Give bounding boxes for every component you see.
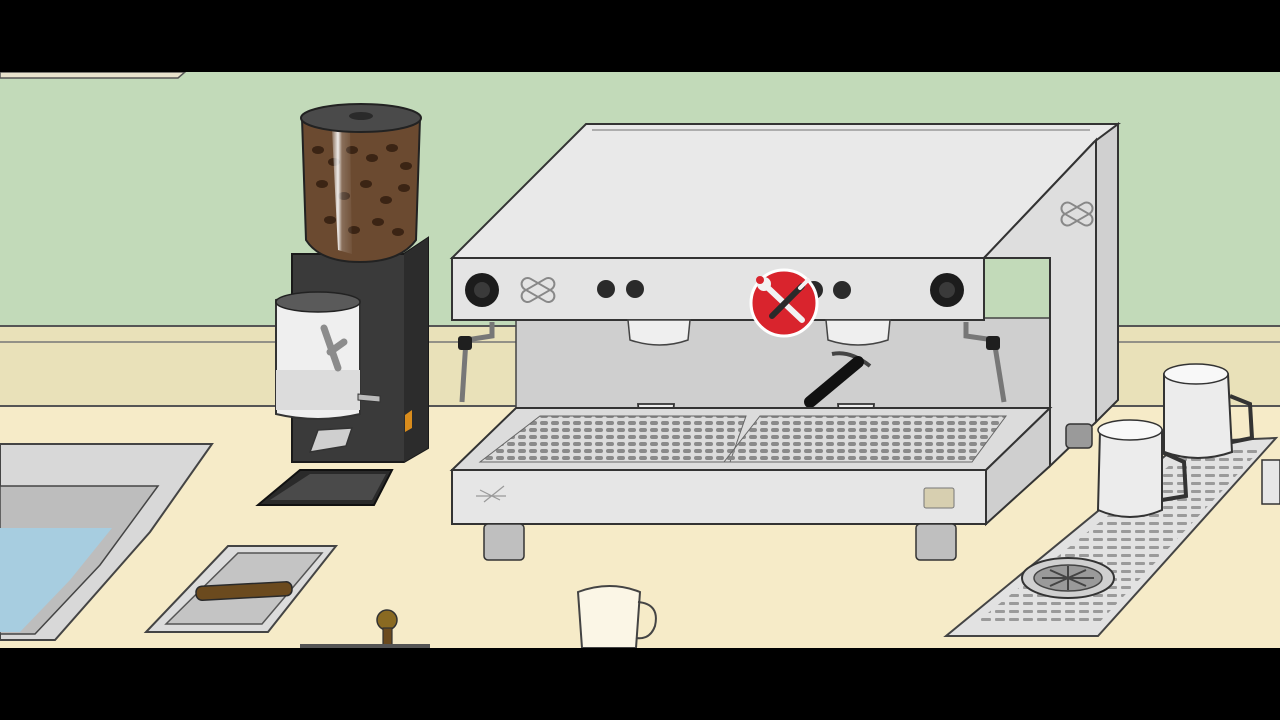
pitcher-rinser-tray[interactable] [943, 436, 1280, 637]
bottom-letterbox [0, 648, 1280, 720]
cross-plaster-logo-icon [1060, 201, 1094, 227]
knock-box[interactable] [143, 545, 339, 633]
repair-button[interactable] [749, 268, 819, 338]
glass-mug[interactable] [576, 585, 657, 648]
cross-plaster-logo-icon [520, 277, 556, 303]
wrench-screwdriver-icon [756, 276, 810, 323]
cafe-counter-scene [0, 72, 1280, 648]
coffee-grinder[interactable] [255, 103, 429, 506]
espresso-machine[interactable] [449, 122, 1121, 561]
top-letterbox [0, 0, 1280, 72]
sink[interactable] [0, 443, 214, 641]
milk-pitcher[interactable] [1163, 363, 1255, 459]
tamper[interactable] [300, 609, 430, 648]
milk-pitcher[interactable] [1096, 419, 1189, 518]
